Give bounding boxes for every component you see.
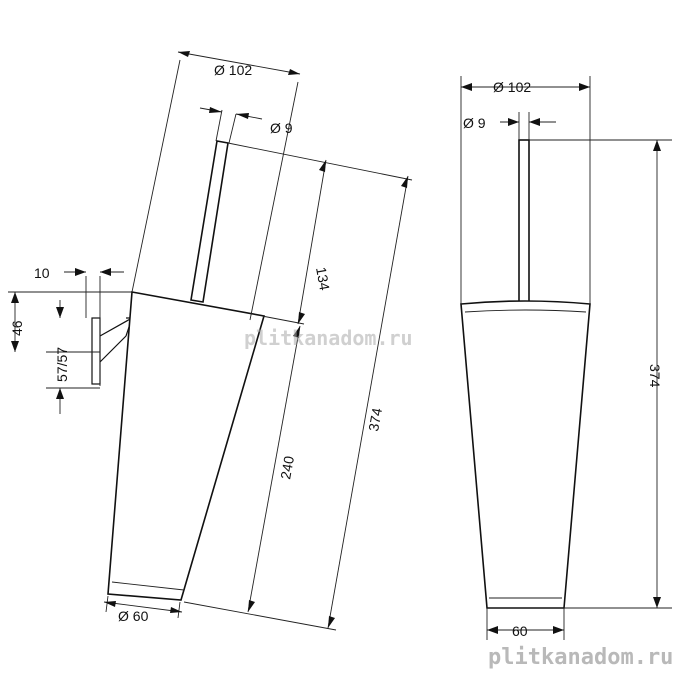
dim-front-top-diameter: Ø 102 (461, 79, 590, 95)
dim-side-handle-length: 134 (297, 159, 333, 325)
dim-label: 374 (647, 364, 663, 388)
front-view: Ø 102 Ø 9 374 60 (460, 76, 672, 640)
dim-label: Ø 9 (270, 120, 293, 136)
dim-side-bottom-diameter: Ø 60 (103, 601, 183, 624)
holder-body (107, 291, 266, 601)
brush-handle (190, 140, 229, 303)
dim-label: 57/57 (54, 347, 70, 382)
dim-label: Ø 102 (493, 79, 531, 95)
wall-bracket (85, 276, 133, 386)
dim-label: 374 (365, 407, 385, 433)
dim-front-overall-height: 374 (647, 140, 663, 608)
dim-label: Ø 9 (463, 115, 486, 131)
dim-side-handle-diameter: Ø 9 (199, 107, 293, 136)
dim-label: 134 (313, 266, 333, 292)
dim-side-top-diameter: Ø 102 (177, 51, 301, 78)
holder-body-front (460, 300, 591, 609)
dim-side-inner-height: 240 (247, 325, 301, 613)
dim-front-bottom-width: 60 (487, 623, 564, 639)
watermark-bottom: plitkanadom.ru (488, 645, 673, 670)
dim-side-overall-height: 374 (327, 175, 409, 629)
dim-label: Ø 60 (118, 608, 149, 624)
dim-label: 46 (9, 320, 25, 336)
watermark-center: plitkanadom.ru (244, 326, 413, 350)
side-view: Ø 102 Ø 9 134 240 374 (8, 51, 413, 631)
brush-handle-front (518, 139, 530, 309)
dim-label: 60 (512, 623, 528, 639)
dim-bracket-offset: 57/57 (46, 300, 100, 414)
dim-front-handle-diameter: Ø 9 (463, 115, 556, 131)
dim-label: 240 (277, 455, 297, 481)
dim-label: Ø 102 (214, 62, 252, 78)
dim-bracket-height: 46 (9, 292, 25, 352)
dim-bracket-depth: 10 (34, 265, 124, 281)
dim-label: 10 (34, 265, 50, 281)
